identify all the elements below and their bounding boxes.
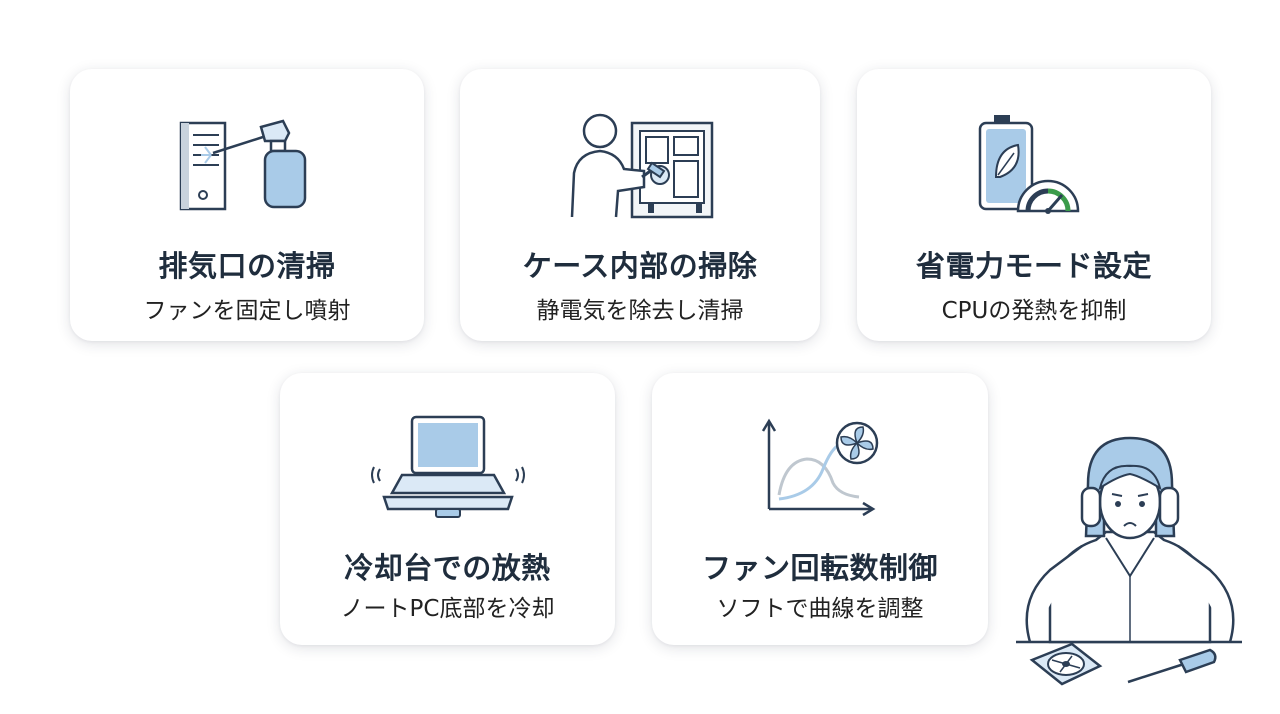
fan-curve-icon bbox=[755, 413, 885, 521]
tip-card-cooling-pad: 冷却台での放熱 ノートPC底部を冷却 bbox=[280, 373, 615, 645]
tip-card-exhaust-cleaning: 排気口の清掃 ファンを固定し噴射 bbox=[70, 69, 424, 341]
air-duster-icon bbox=[177, 111, 317, 215]
screwdriver-icon bbox=[1127, 648, 1217, 684]
tip-card-case-cleaning: ケース内部の掃除 静電気を除去し清掃 bbox=[460, 69, 820, 341]
battery-gauge-icon bbox=[974, 111, 1094, 225]
card-description: ソフトで曲線を調整 bbox=[716, 596, 924, 622]
card-title: 排気口の清掃 bbox=[158, 249, 336, 283]
card-title: ケース内部の掃除 bbox=[522, 249, 758, 283]
computer-fan-icon bbox=[1029, 642, 1103, 686]
card-title: 冷却台での放熱 bbox=[344, 551, 551, 585]
tip-card-fan-control: ファン回転数制御 ソフトで曲線を調整 bbox=[652, 373, 988, 645]
card-description: 静電気を除去し清掃 bbox=[536, 298, 744, 324]
card-description: ファンを固定し噴射 bbox=[143, 298, 351, 324]
card-title: 省電力モード設定 bbox=[915, 249, 1152, 283]
case-cleaning-icon bbox=[560, 111, 720, 225]
card-title: ファン回転数制御 bbox=[701, 551, 938, 585]
troubled-person-illustration bbox=[1010, 430, 1260, 704]
tip-card-power-saving: 省電力モード設定 CPUの発熱を抑制 bbox=[857, 69, 1211, 341]
laptop-cooling-pad-icon bbox=[368, 413, 528, 527]
card-description: CPUの発熱を抑制 bbox=[941, 298, 1127, 324]
card-description: ノートPC底部を冷却 bbox=[340, 596, 555, 622]
